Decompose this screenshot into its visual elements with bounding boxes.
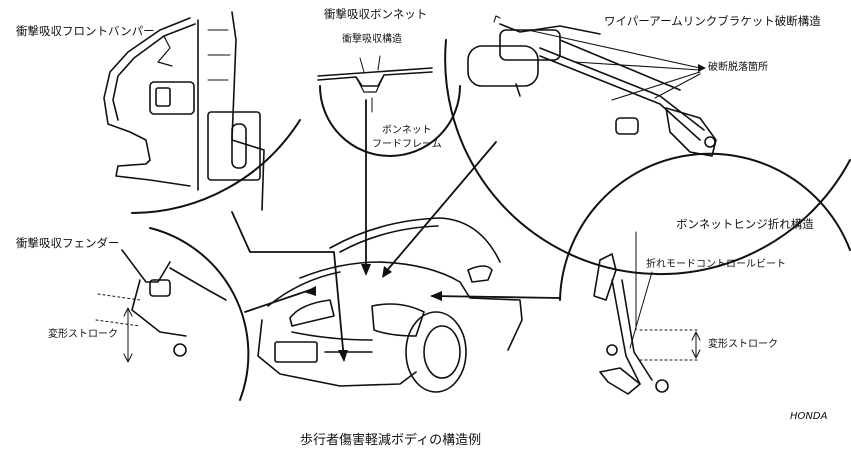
arrowheads — [304, 64, 706, 362]
bumper-title: 衝撃吸収フロントバンパー — [16, 24, 155, 38]
hinge-bead-label: 折れモードコントロールビート — [646, 259, 786, 270]
wiper-break-label: 破断脱落箇所 — [708, 62, 768, 73]
wiper-title: ワイパーアームリンクブラケット破断構造 — [604, 14, 821, 28]
bonnet-frame-label-line1: ボンネット — [382, 125, 432, 136]
fender-detail — [95, 227, 250, 401]
front-bumper-detail — [103, 11, 301, 214]
bonnet-frame-label-line2: フードフレーム — [372, 139, 442, 150]
car-illustration — [257, 217, 523, 393]
leader-lines — [231, 141, 561, 361]
wiper-linkage-detail — [444, 15, 851, 276]
hinge-stroke-label: 変形ストローク — [708, 339, 778, 350]
bonnet-detail — [317, 55, 461, 271]
hinge-title: ボンネットヒンジ折れ構造 — [676, 217, 814, 231]
fender-title: 衝撃吸収フェンダー — [16, 236, 120, 250]
bonnet-title: 衝撃吸収ボンネット — [324, 7, 428, 21]
diagram-caption: 歩行者傷害軽減ボディの構造例 — [300, 433, 482, 448]
fender-stroke-label: 変形ストローク — [48, 329, 118, 340]
bonnet-structure-label: 衝撃吸収構造 — [342, 34, 402, 45]
brand-mark: HONDA — [790, 411, 828, 422]
hinge-detail — [559, 152, 851, 395]
